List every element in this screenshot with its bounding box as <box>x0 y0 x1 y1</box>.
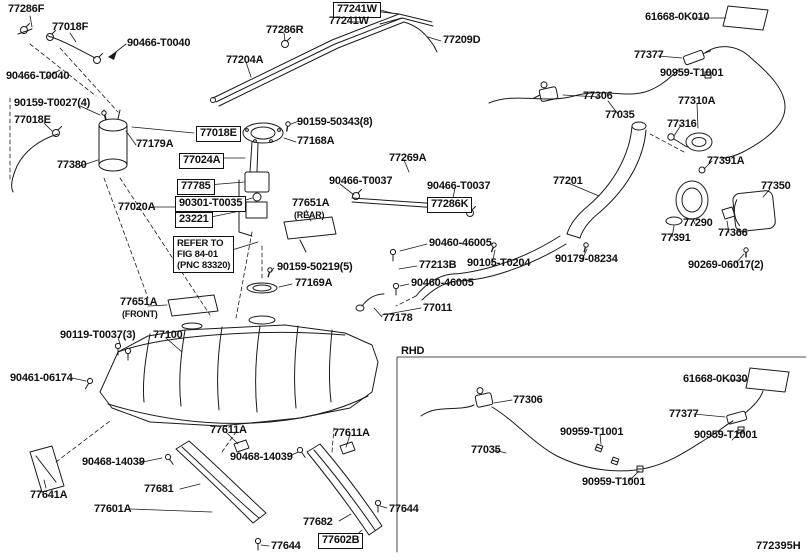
part-label-90461-06174: 90461-06174 <box>10 372 73 384</box>
filler-pipe <box>566 121 647 239</box>
part-label-77209d: 77209D <box>443 34 481 46</box>
part-label-90159-50343-8: 90159-50343(8) <box>297 116 373 128</box>
plate-77651a-front <box>167 294 219 317</box>
part-label-77651a: 77651A(FRONT) <box>120 296 158 319</box>
part-label-77024a: 77024A <box>179 153 225 169</box>
part-label-90959-t1001: 90959-T1001 <box>694 429 758 441</box>
part-label-77286r: 77286R <box>266 24 304 36</box>
pump-77380 <box>98 109 128 172</box>
part-label-77682: 77682 <box>303 516 333 528</box>
part-label-77785: 77785 <box>177 179 215 195</box>
part-label-77350: 77350 <box>761 180 791 192</box>
diagram-code: 772395H <box>756 540 801 552</box>
part-label-77201: 77201 <box>553 175 583 187</box>
part-label-77169a: 77169A <box>295 277 333 289</box>
hose-77018f <box>47 35 96 59</box>
part-label-77316: 77316 <box>667 118 697 130</box>
assembly-dashed-lines <box>9 43 685 463</box>
leader-arrow <box>108 51 117 60</box>
part-label-90466-t0040: 90466-T0040 <box>6 70 70 82</box>
part-label-77310a: 77310A <box>678 95 716 107</box>
part-label-77018e: 77018E <box>14 114 51 126</box>
filler-hose <box>415 235 567 301</box>
part-label-90301-t0035: 90301-T0035 <box>175 196 247 212</box>
part-label-77100: 77100 <box>153 329 183 341</box>
part-label-77601a: 77601A <box>94 503 132 515</box>
part-label-90159-t0027-4: 90159-T0027(4) <box>14 97 91 109</box>
part-label-77377: 77377 <box>634 49 664 61</box>
part-label-77035: 77035 <box>605 109 635 121</box>
part-label-90460-46005: 90460-46005 <box>429 237 492 249</box>
part-label-23221: 23221 <box>175 212 213 228</box>
lock-cable-top <box>488 5 786 159</box>
part-label-77644: 77644 <box>389 503 419 515</box>
part-label-90468-14039: 90468-14039 <box>230 451 293 463</box>
part-label-90466-t0040: 90466-T0040 <box>127 37 191 49</box>
part-label-90179-08234: 90179-08234 <box>555 253 618 265</box>
part-label-77018f: 77018F <box>52 21 89 33</box>
part-label-77241w: 77241W <box>329 15 369 27</box>
tube-77018e <box>11 133 59 193</box>
part-label-77641a: 77641A <box>30 489 68 501</box>
part-label-90468-14039: 90468-14039 <box>82 456 145 468</box>
part-label-77290: 77290 <box>683 217 713 229</box>
part-label-90466-t0037: 90466-T0037 <box>427 180 491 192</box>
part-label-77178: 77178 <box>383 312 413 324</box>
part-label-90460-46005: 90460-46005 <box>411 277 474 289</box>
part-label-77011: 77011 <box>423 302 452 314</box>
part-label-77611a: 77611A <box>333 427 370 439</box>
part-label-90159-50219-5: 90159-50219(5) <box>277 261 353 273</box>
part-label-90959-t1001: 90959-T1001 <box>582 476 646 488</box>
fuel-tank <box>99 293 385 427</box>
part-label-77168a: 77168A <box>297 135 335 147</box>
part-label-90959-t1001: 90959-T1001 <box>660 67 724 79</box>
part-label-77391a: 77391A <box>707 155 745 167</box>
part-label-77018e: 77018E <box>196 126 241 142</box>
part-label-77306: 77306 <box>583 90 613 102</box>
part-label-77269a: 77269A <box>389 152 427 164</box>
part-label-77644: 77644 <box>271 540 301 552</box>
part-label-90119-t0037-3: 90119-T0037(3) <box>60 329 136 341</box>
part-label-77602b: 77602B <box>318 533 364 549</box>
part-label-77035: 77035 <box>471 444 501 456</box>
part-label-77179a: 77179A <box>136 138 174 150</box>
part-label-77651a: 77651A(REAR) <box>292 197 330 220</box>
leader-lines <box>29 8 771 547</box>
part-label-77681: 77681 <box>144 483 174 495</box>
part-label-90959-t1001: 90959-T1001 <box>560 426 624 438</box>
part-label-77286f: 77286F <box>8 3 45 15</box>
part-label-61668-0k010: 61668-0K010 <box>645 11 710 23</box>
part-label-77286k: 77286K <box>427 197 473 213</box>
part-label-77241w: 77241W <box>333 2 381 18</box>
part-label-rhd: RHD <box>401 345 425 357</box>
part-label-77377: 77377 <box>669 408 699 420</box>
part-label-77306: 77306 <box>513 394 543 406</box>
part-label-77391: 77391 <box>661 232 691 244</box>
part-label-61668-0k030: 61668-0K030 <box>683 373 748 385</box>
part-label-77611a: 77611A <box>210 424 247 436</box>
part-label-77380: 77380 <box>57 159 87 171</box>
part-label-77366: 77366 <box>718 227 748 239</box>
part-label-77204a: 77204A <box>226 54 264 66</box>
part-label-77020a: 77020A <box>118 201 156 213</box>
rhd-section <box>396 356 807 553</box>
part-label-77213b: 77213B <box>419 259 457 271</box>
tank-straps <box>29 439 383 536</box>
fuel-cap-cluster <box>665 132 776 232</box>
part-label-90466-t0037: 90466-T0037 <box>329 175 393 187</box>
part-label-90269-06017-2: 90269-06017(2) <box>688 259 764 271</box>
part-label-90105-t0204: 90105-T0204 <box>467 257 531 269</box>
